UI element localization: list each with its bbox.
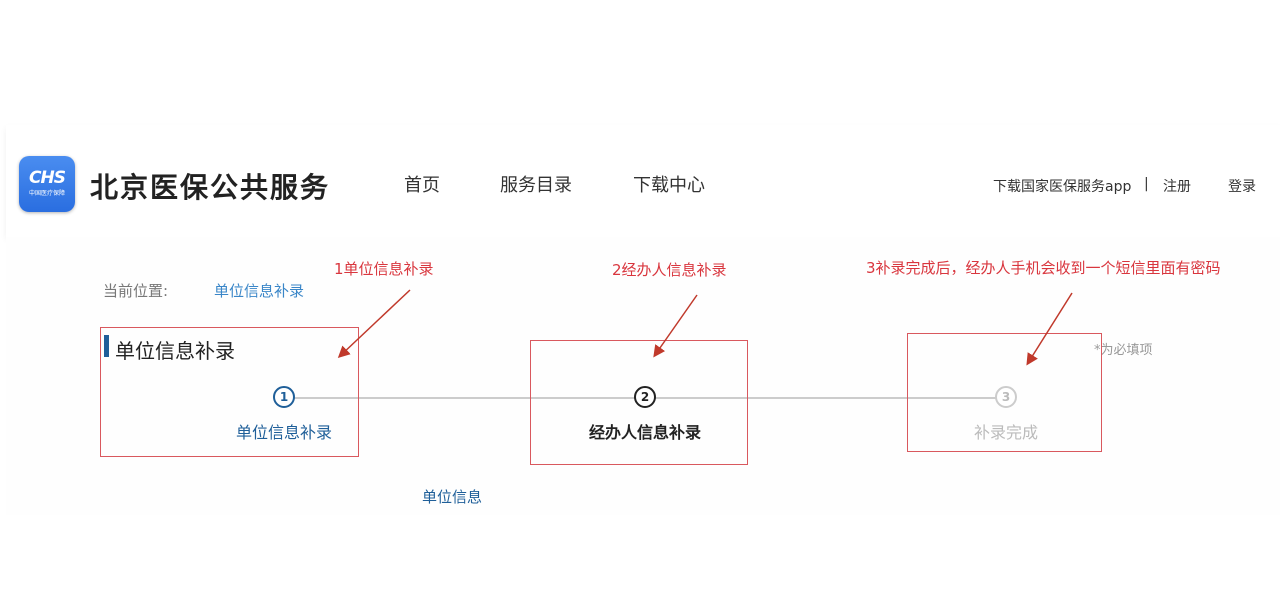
nav-service-catalog[interactable]: 服务目录: [500, 175, 572, 196]
nav-download-center[interactable]: 下载中心: [633, 175, 705, 196]
download-app-link[interactable]: 下载国家医保服务app: [993, 179, 1132, 195]
breadcrumb-current[interactable]: 单位信息补录: [214, 282, 305, 300]
step-3-circle: 3: [995, 386, 1017, 408]
step-2-label: 经办人信息补录: [589, 423, 702, 442]
nav-home[interactable]: 首页: [404, 175, 440, 196]
login-link[interactable]: 登录: [1228, 179, 1256, 195]
site-title: 北京医保公共服务: [90, 171, 331, 204]
annotation-box-3: [907, 333, 1102, 452]
header: [6, 125, 1280, 237]
sub-heading: 单位信息: [422, 488, 483, 506]
step-1-label: 单位信息补录: [236, 423, 333, 442]
required-note: *为必填项: [1094, 343, 1153, 358]
step-1-circle: 1: [273, 386, 295, 408]
arrow-1: [337, 289, 411, 359]
step-3-label: 补录完成: [974, 423, 1039, 442]
arrow-3: [1026, 292, 1073, 366]
annotation-box-2: [530, 340, 748, 465]
separator: |: [1144, 176, 1149, 192]
section-marker: [104, 335, 109, 357]
step-2-circle: 2: [634, 386, 656, 408]
register-link[interactable]: 注册: [1163, 179, 1191, 195]
breadcrumb-label: 当前位置:: [103, 282, 169, 300]
annotation-1: 1单位信息补录: [334, 260, 434, 278]
annotation-2: 2经办人信息补录: [612, 261, 727, 279]
section-title: 单位信息补录: [115, 339, 235, 363]
annotation-box-1: [100, 327, 359, 457]
content-area: [6, 237, 1280, 515]
annotation-3: 3补录完成后，经办人手机会收到一个短信里面有密码: [866, 259, 1221, 277]
arrow-2: [653, 294, 698, 358]
